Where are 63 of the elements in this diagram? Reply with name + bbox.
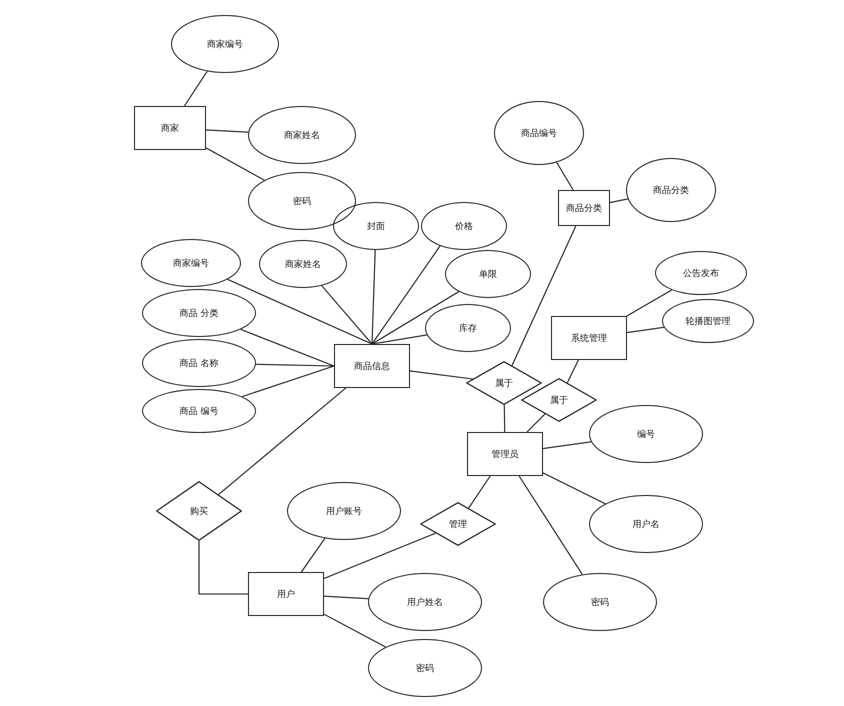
attribute-ellipse: 商品 名称 <box>142 339 256 387</box>
connector-line <box>218 388 346 496</box>
relationship-diamond: 管理 <box>420 502 496 546</box>
connector-line <box>504 404 506 432</box>
attribute-ellipse: 封面 <box>333 202 419 250</box>
attribute-ellipse: 密码 <box>543 573 657 631</box>
connector-line <box>300 538 326 572</box>
connector-line <box>556 162 574 190</box>
attribute-ellipse: 用户名 <box>589 495 703 553</box>
attribute-ellipse: 公告发布 <box>655 251 747 295</box>
connector-line <box>227 278 372 344</box>
connector-line <box>372 291 460 344</box>
connector-line <box>526 414 546 432</box>
attribute-ellipse: 轮播图管理 <box>662 299 754 343</box>
attribute-ellipse: 商品分类 <box>626 158 716 222</box>
attribute-ellipse: 商家编号 <box>171 15 279 73</box>
attribute-ellipse: 密码 <box>248 172 356 230</box>
attribute-ellipse: 商品 编号 <box>142 389 256 433</box>
connector-line <box>542 472 606 504</box>
attribute-ellipse: 商品编号 <box>494 101 584 165</box>
connector-line <box>410 370 473 380</box>
connector-line <box>566 360 579 384</box>
connector-line <box>256 364 334 367</box>
attribute-ellipse: 商家编号 <box>141 239 241 287</box>
attribute-ellipse: 编号 <box>589 405 703 463</box>
relationship-diamond: 属于 <box>521 378 597 422</box>
attribute-ellipse: 单限 <box>445 250 531 298</box>
attribute-ellipse: 价格 <box>421 202 507 250</box>
connector-line <box>512 226 576 366</box>
connector-line <box>626 326 664 334</box>
connector-line <box>321 285 372 344</box>
relationship-diamond: 属于 <box>466 361 542 405</box>
connector-line <box>610 198 628 204</box>
connector-line <box>542 441 592 450</box>
connector-line <box>518 476 583 575</box>
connector-line <box>468 476 491 508</box>
connector-line <box>206 147 265 181</box>
attribute-ellipse: 用户姓名 <box>368 573 482 631</box>
connector-line <box>372 334 427 345</box>
connector-line <box>324 596 368 600</box>
entity-box: 商品信息 <box>334 344 410 388</box>
relationship-diamond: 购买 <box>156 481 242 541</box>
connector-line <box>324 532 436 579</box>
attribute-ellipse: 库存 <box>425 304 511 352</box>
entity-box: 商家 <box>134 106 206 150</box>
connector-line <box>242 365 334 398</box>
entity-box: 商品分类 <box>558 190 610 226</box>
entity-box: 系统管理 <box>551 316 627 360</box>
connector-line <box>324 614 386 648</box>
connector-line <box>240 328 334 367</box>
attribute-ellipse: 商品 分类 <box>142 289 256 337</box>
connector-line <box>184 71 208 106</box>
attribute-ellipse: 商家姓名 <box>248 106 356 164</box>
attribute-ellipse: 商家姓名 <box>259 240 347 288</box>
connector-line <box>198 541 248 595</box>
connector-line <box>206 129 248 133</box>
entity-box: 管理员 <box>467 432 543 476</box>
entity-box: 用户 <box>248 572 324 616</box>
connector-line <box>626 290 672 316</box>
connector-line <box>371 250 376 344</box>
attribute-ellipse: 用户账号 <box>287 482 401 540</box>
attribute-ellipse: 密码 <box>368 639 482 697</box>
connector-line <box>372 246 440 344</box>
